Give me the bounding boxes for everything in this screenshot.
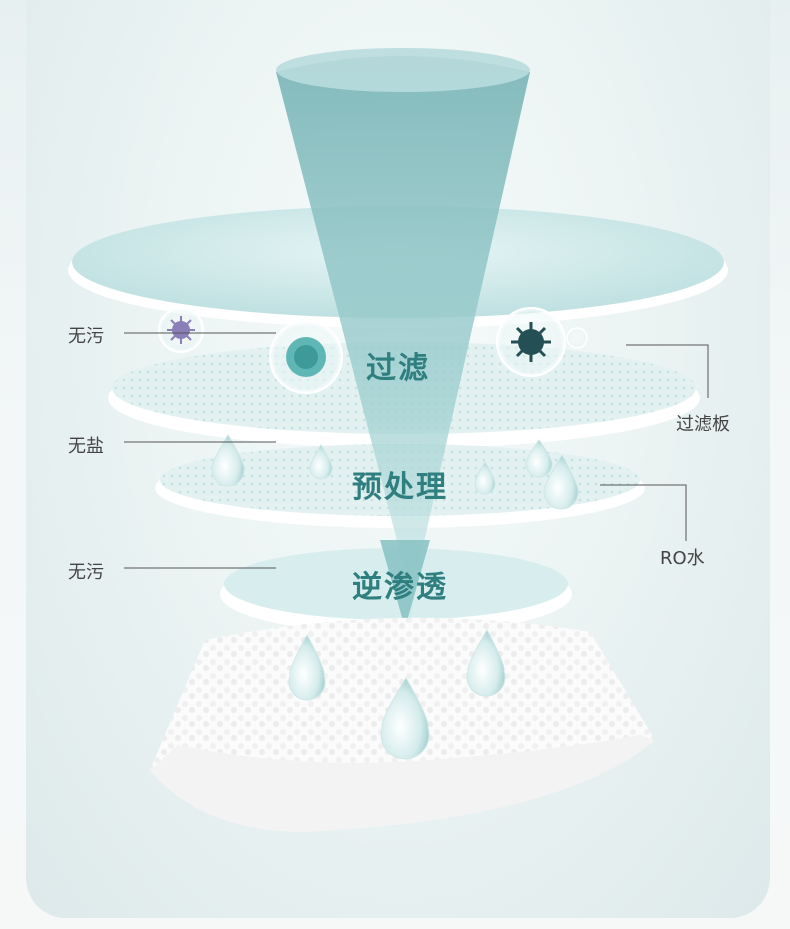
right-label-filter-plate: 过滤板 [676, 410, 730, 436]
layer-title-pretreatment: 预处理 [352, 462, 448, 506]
left-label-3: 无污 [68, 558, 104, 584]
layer-title-reverse-osmosis: 逆渗透 [352, 562, 448, 606]
left-label-1: 无污 [68, 322, 104, 348]
layer-title-filter: 过滤 [366, 343, 430, 387]
left-label-2: 无盐 [68, 432, 104, 458]
bacteria-icon [270, 321, 342, 393]
virus-icon [159, 308, 203, 352]
right-label-ro-water: RO水 [660, 544, 705, 570]
